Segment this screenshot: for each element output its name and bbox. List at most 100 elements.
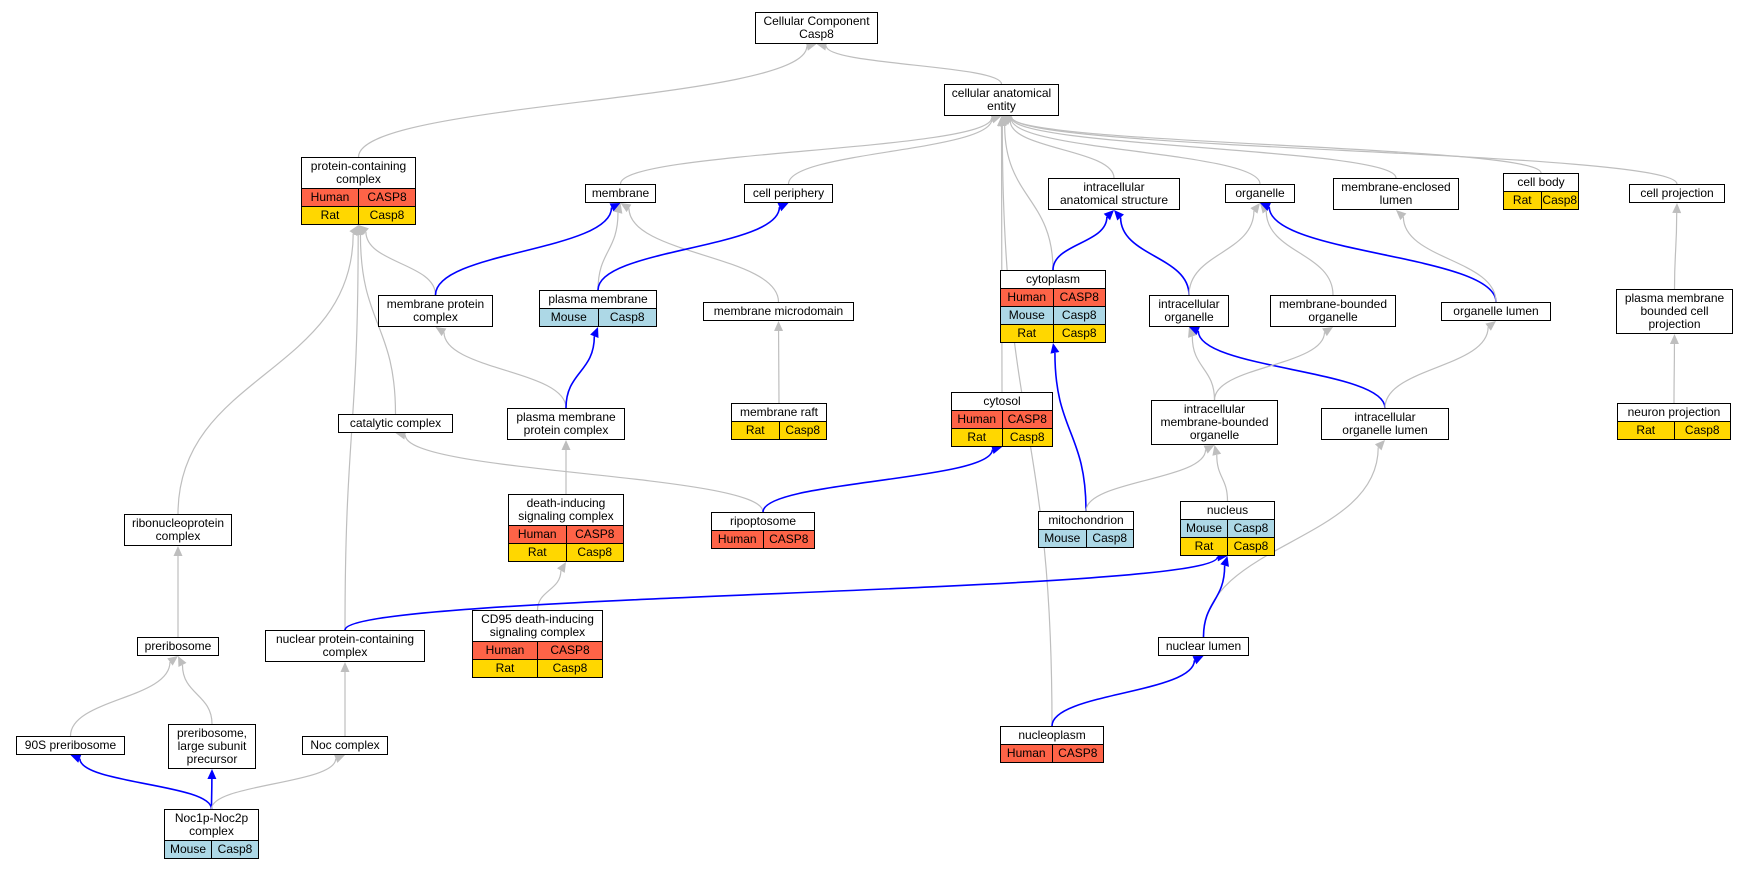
edge-arrowhead	[1260, 202, 1271, 212]
species-name: Human	[712, 531, 764, 548]
edge-arrowhead	[1188, 327, 1197, 338]
term-label-line: 90S preribosome	[24, 738, 117, 752]
edge-mito-to-cytoplasm	[1054, 352, 1087, 512]
edge-arrowhead	[1203, 445, 1215, 454]
edge-arrowhead	[1192, 656, 1204, 665]
gene-symbol: Casp8	[1684, 423, 1720, 437]
edge-arrowhead	[167, 656, 178, 666]
edge-cellper-to-cae	[787, 118, 993, 185]
edge-mito-to-imbo	[1085, 449, 1207, 512]
term-label: nucleoplasm	[1001, 727, 1103, 744]
edge-iol-to-ol	[1384, 327, 1489, 409]
gene-symbol: Casp8	[1542, 193, 1578, 207]
term-label-line: membrane	[591, 186, 650, 200]
term-label-line: nuclear lumen	[1165, 639, 1242, 653]
term-label-line: membrane microdomain	[713, 304, 844, 318]
edge-imbo-to-io	[1191, 336, 1216, 401]
term-label-line: membrane-bounded	[1160, 415, 1269, 429]
edge-iol-to-io	[1197, 330, 1386, 409]
term-label-line: Cellular Component	[763, 14, 870, 28]
go-term-mmd[interactable]: membrane microdomain	[703, 302, 854, 321]
go-term-cellper[interactable]: cell periphery	[744, 184, 833, 203]
gene-symbol: Casp8	[1061, 326, 1097, 340]
edge-arrowhead	[1669, 334, 1679, 345]
edge-p90s-to-prib	[69, 661, 171, 737]
gene-symbol: Casp8	[552, 661, 588, 675]
edge-ripo-to-catc	[404, 434, 764, 513]
edge-arrowhead	[609, 203, 621, 212]
go-term-p90s[interactable]: 90S preribosome	[16, 736, 125, 755]
species-name: Rat	[302, 207, 359, 224]
edge-pmbcp-to-cellproj	[1673, 212, 1678, 290]
term-label-line: membrane-enclosed	[1341, 180, 1451, 194]
term-label-line: complex	[336, 172, 381, 186]
edge-arrowhead	[435, 327, 447, 337]
gene-symbol: CASP8	[575, 527, 615, 541]
term-label: neuron projection	[1618, 404, 1730, 421]
term-label-line: membrane raft	[739, 405, 819, 419]
term-label: mitochondrion	[1039, 512, 1133, 529]
term-label: ripoptosome	[712, 513, 814, 530]
go-term-nlumen[interactable]: nuclear lumen	[1158, 637, 1249, 656]
edge-mbo-to-organelle	[1265, 210, 1334, 296]
edge-arrowhead	[561, 440, 571, 450]
go-term-organelle[interactable]: organelle	[1225, 184, 1295, 203]
term-label-line: signaling complex	[518, 509, 614, 523]
edge-arrowhead	[1189, 326, 1200, 335]
go-term-ol[interactable]: organelle lumen	[1441, 302, 1551, 321]
species-name: Mouse	[165, 841, 212, 858]
term-label: membrane raft	[732, 404, 826, 421]
go-term-cellproj[interactable]: cell projection	[1629, 184, 1725, 203]
edge-pm-to-cellper	[597, 207, 781, 291]
edge-cellbody-to-cae	[1010, 116, 1542, 174]
edge-ias-to-cae	[1009, 120, 1115, 179]
term-label-line: membrane-bounded	[1278, 297, 1388, 311]
go-term-noc[interactable]: Noc complex	[302, 736, 388, 755]
gene-symbol: Casp8	[1092, 531, 1128, 545]
go-term-catc[interactable]: catalytic complex	[338, 414, 453, 433]
edge-arrowhead	[1374, 440, 1385, 451]
go-term-prib[interactable]: preribosome	[137, 637, 219, 656]
edge-arrowhead	[805, 42, 817, 51]
go-term-membrane[interactable]: membrane	[585, 184, 656, 203]
term-label-line: cytoplasm	[1025, 272, 1081, 286]
